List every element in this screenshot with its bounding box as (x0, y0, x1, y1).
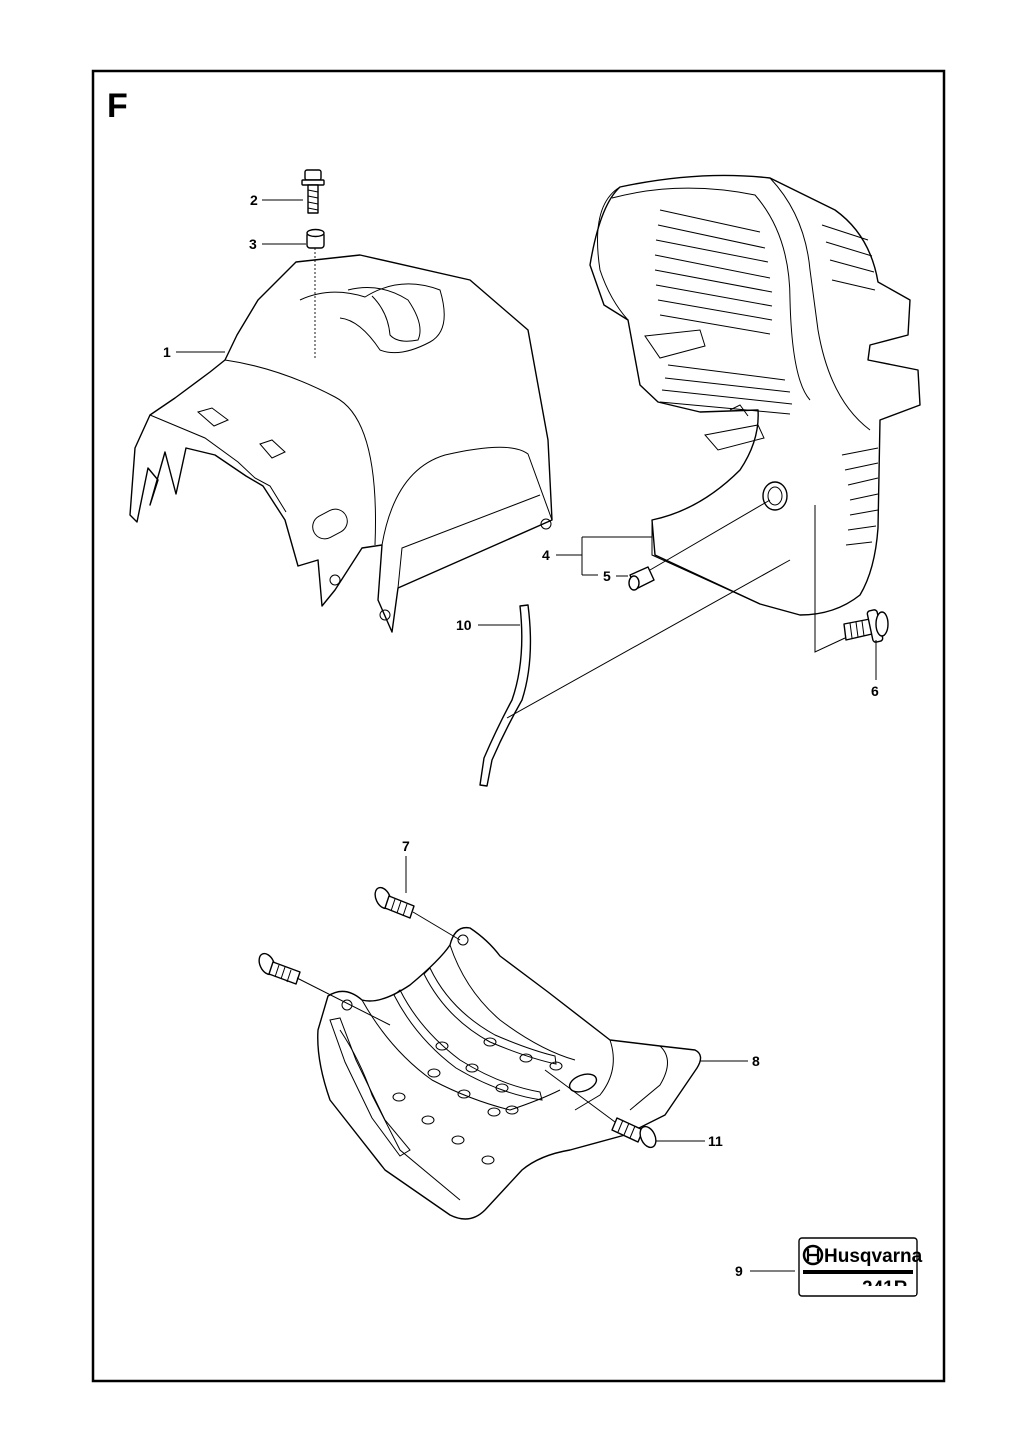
part-8-skid-plate (317, 926, 702, 1220)
part-10-seal-strip (479, 604, 532, 787)
part-4-cover-complete (589, 174, 921, 616)
callout-3: 3 (249, 236, 257, 252)
assembly-line-6 (814, 505, 846, 653)
part-2-screw (301, 169, 325, 214)
section-letter: F (107, 87, 128, 125)
callout-9: 9 (735, 1263, 743, 1279)
assembly-line-11 (544, 1069, 616, 1123)
part-6-screw (843, 609, 889, 643)
decal-brand-text: Husqvarna (824, 1246, 923, 1267)
part-7-screw-upper (374, 886, 415, 919)
part-3-spacer (306, 228, 325, 249)
callout-2: 2 (250, 192, 258, 208)
callout-5: 5 (603, 568, 611, 584)
part-11-screw (611, 1117, 657, 1149)
callout-10: 10 (456, 617, 472, 633)
assembly-line-7a (412, 911, 461, 941)
callout-11: 11 (708, 1133, 723, 1149)
callout-1: 1 (163, 344, 171, 360)
callout-6: 6 (871, 683, 879, 699)
diagram-frame (91, 69, 946, 1383)
callout-7: 7 (402, 838, 410, 854)
part-1-cylinder-cover (129, 254, 553, 633)
part-5-sleeve (628, 566, 655, 591)
part-9-decal: Husqvarna 241R (798, 1237, 923, 1299)
assembly-line-5 (649, 499, 771, 571)
husqvarna-logo-icon (802, 1244, 824, 1266)
part-7-screw-lower (258, 952, 301, 985)
callout-4: 4 (542, 547, 550, 563)
callout-8: 8 (752, 1053, 760, 1069)
skid-plate-holes (392, 1037, 563, 1165)
assembly-line-10 (506, 559, 791, 719)
callout-leaders (176, 199, 877, 1272)
assembly-line-7b (296, 977, 391, 1026)
